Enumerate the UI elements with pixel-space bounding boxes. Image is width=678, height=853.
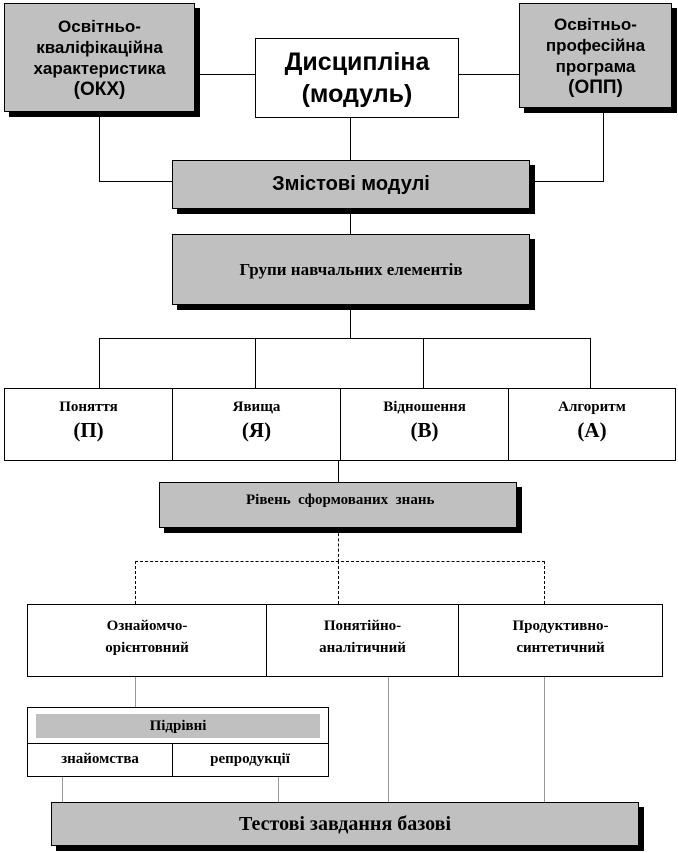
sublevels-title: Підрівні — [36, 714, 320, 738]
element-algorithm: Алгоритм (А) — [509, 389, 675, 460]
opp-line: програма — [555, 56, 636, 76]
level-line: синтетичний — [516, 640, 605, 656]
level-line: аналітичний — [319, 640, 406, 656]
level-familiarization: Ознайомчо- орієнтовний — [28, 605, 267, 676]
connector-dashed — [338, 528, 339, 562]
connector — [544, 677, 545, 802]
connector-dashed — [135, 561, 136, 604]
connector — [530, 181, 604, 182]
opp-line: професійна — [545, 35, 646, 55]
connector-dashed — [338, 561, 339, 604]
sublevels-divider — [28, 743, 328, 744]
discipline-subtitle: (модуль) — [301, 80, 413, 108]
element-phenomena: Явища (Я) — [173, 389, 341, 460]
tests-box: Тестові завдання базові — [51, 802, 639, 846]
content-modules-label: Змістові модулі — [272, 173, 430, 195]
opp-line: (ОПП) — [568, 76, 623, 98]
connector — [388, 677, 389, 802]
connector — [590, 338, 591, 388]
element-name: Алгоритм — [558, 399, 626, 415]
connector-dashed — [544, 561, 545, 604]
level-synthetic: Продуктивно- синтетичний — [459, 605, 662, 676]
discipline-box: Дисципліна (модуль) — [255, 38, 459, 118]
element-groups-box: Групи навчальних елементів — [172, 234, 530, 305]
element-abbr: (В) — [410, 418, 439, 442]
discipline-title: Дисципліна — [284, 48, 430, 76]
connector — [195, 74, 255, 75]
element-abbr: (А) — [577, 418, 607, 442]
sublevel-reproduction: репродукції — [210, 751, 290, 767]
element-abbr: (Я) — [241, 418, 272, 442]
connector — [350, 209, 351, 234]
okx-line: характеристика — [33, 58, 166, 78]
connector — [278, 777, 279, 802]
okx-line: Освітньо- — [58, 16, 141, 36]
tests-label: Тестові завдання базові — [238, 812, 452, 835]
level-line: Понятійно- — [323, 618, 402, 634]
levels-row: Ознайомчо- орієнтовний Понятійно- аналіт… — [27, 604, 663, 677]
connector — [603, 108, 604, 182]
level-line: Продуктивно- — [512, 618, 609, 634]
level-line: орієнтовний — [105, 640, 189, 656]
elements-row: Поняття (П) Явища (Я) Відношення (В) Алг… — [4, 388, 676, 461]
knowledge-level-label: Рівень сформованих знань — [246, 492, 435, 508]
level-analytical: Понятійно- аналітичний — [267, 605, 459, 676]
knowledge-level-box: Рівень сформованих знань — [159, 482, 517, 528]
element-relations: Відношення (В) — [341, 389, 509, 460]
connector — [62, 777, 63, 802]
connector — [99, 112, 100, 182]
connector — [135, 677, 136, 707]
sublevel-familiarity: знайомства — [28, 744, 173, 776]
element-name: Відношення — [383, 399, 466, 415]
connector — [99, 181, 172, 182]
element-name: Поняття — [59, 399, 118, 415]
connector — [350, 118, 351, 160]
sublevels-box: Підрівні знайомства репродукції — [27, 707, 329, 777]
okx-line: (ОКХ) — [73, 78, 126, 100]
element-abbr: (П) — [73, 418, 104, 442]
element-concepts: Поняття (П) — [5, 389, 173, 460]
connector — [423, 338, 424, 388]
connector — [338, 461, 339, 482]
element-name: Явища — [232, 399, 281, 415]
level-line: Ознайомчо- — [106, 618, 188, 634]
connector-dashed — [135, 561, 545, 562]
connector — [99, 338, 100, 388]
connector — [350, 305, 351, 338]
opp-box: Освітньо- професійна програма (ОПП) — [519, 3, 672, 108]
opp-line: Освітньо- — [554, 14, 637, 34]
connector — [255, 338, 256, 388]
connector — [459, 74, 519, 75]
element-groups-label: Групи навчальних елементів — [239, 259, 463, 279]
connector — [99, 338, 591, 339]
content-modules-box: Змістові модулі — [172, 160, 530, 209]
okx-line: кваліфікаційна — [36, 37, 163, 57]
okx-box: Освітньо- кваліфікаційна характеристика … — [4, 3, 195, 112]
